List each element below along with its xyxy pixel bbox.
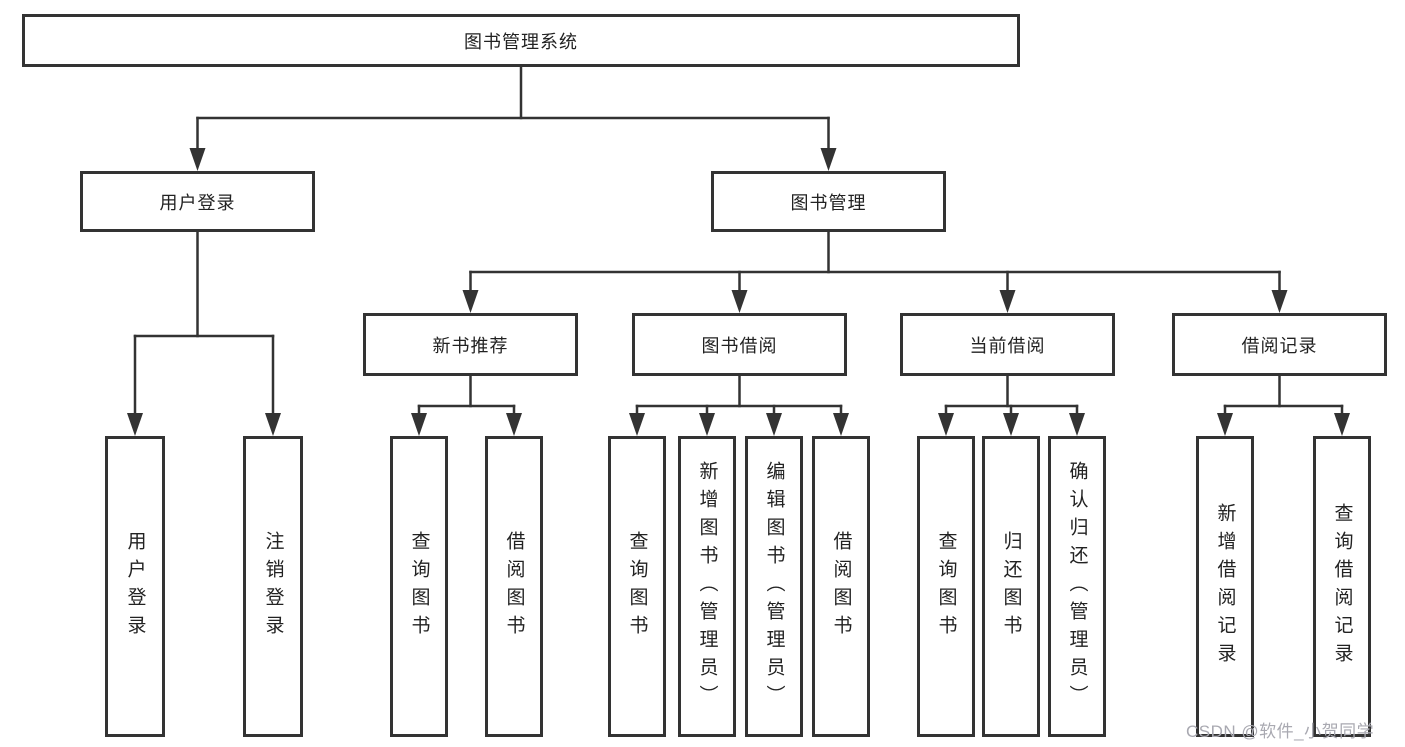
- leaf-borrow-books-recommend: 借阅图书: [485, 436, 543, 737]
- leaf-query-books-borrowing: 查询图书: [608, 436, 666, 737]
- leaf-user-login: 用户登录: [105, 436, 165, 737]
- leaf-logout: 注销登录: [243, 436, 303, 737]
- leaf-label: 确认归还（管理员）: [1066, 460, 1088, 713]
- node-new-book-recommendation: 新书推荐: [363, 313, 578, 376]
- node-borrowing-records: 借阅记录: [1172, 313, 1387, 376]
- leaf-add-borrow-record: 新增借阅记录: [1196, 436, 1254, 737]
- leaf-edit-book-admin: 编辑图书（管理员）: [745, 436, 803, 737]
- leaf-return-books: 归还图书: [982, 436, 1040, 737]
- node-library-management-system: 图书管理系统: [22, 14, 1020, 67]
- node-book-management: 图书管理: [711, 171, 946, 232]
- node-book-borrowing: 图书借阅: [632, 313, 847, 376]
- node-user-login: 用户登录: [80, 171, 315, 232]
- leaf-query-books-recommend: 查询图书: [390, 436, 448, 737]
- leaf-query-borrow-record: 查询借阅记录: [1313, 436, 1371, 737]
- leaf-add-book-admin: 新增图书（管理员）: [678, 436, 736, 737]
- leaf-user-login-label: 用户登录: [124, 530, 146, 643]
- watermark: CSDN @软件_小贺同学: [1186, 722, 1375, 741]
- leaf-borrow-books-borrowing: 借阅图书: [812, 436, 870, 737]
- leaf-confirm-return-admin: 确认归还（管理员）: [1048, 436, 1106, 737]
- node-current-borrowing: 当前借阅: [900, 313, 1115, 376]
- leaf-label: 归还图书: [1000, 530, 1022, 643]
- leaf-label: 查询借阅记录: [1331, 502, 1353, 671]
- leaf-logout-label: 注销登录: [262, 530, 284, 643]
- leaf-query-books-current: 查询图书: [917, 436, 975, 737]
- leaf-label: 借阅图书: [503, 530, 525, 643]
- leaf-label: 新增图书（管理员）: [696, 460, 718, 713]
- leaf-label: 新增借阅记录: [1214, 502, 1236, 671]
- leaf-label: 借阅图书: [830, 530, 852, 643]
- leaf-label: 查询图书: [935, 530, 957, 643]
- leaf-label: 查询图书: [626, 530, 648, 643]
- leaf-label: 编辑图书（管理员）: [763, 460, 785, 713]
- leaf-label: 查询图书: [408, 530, 430, 643]
